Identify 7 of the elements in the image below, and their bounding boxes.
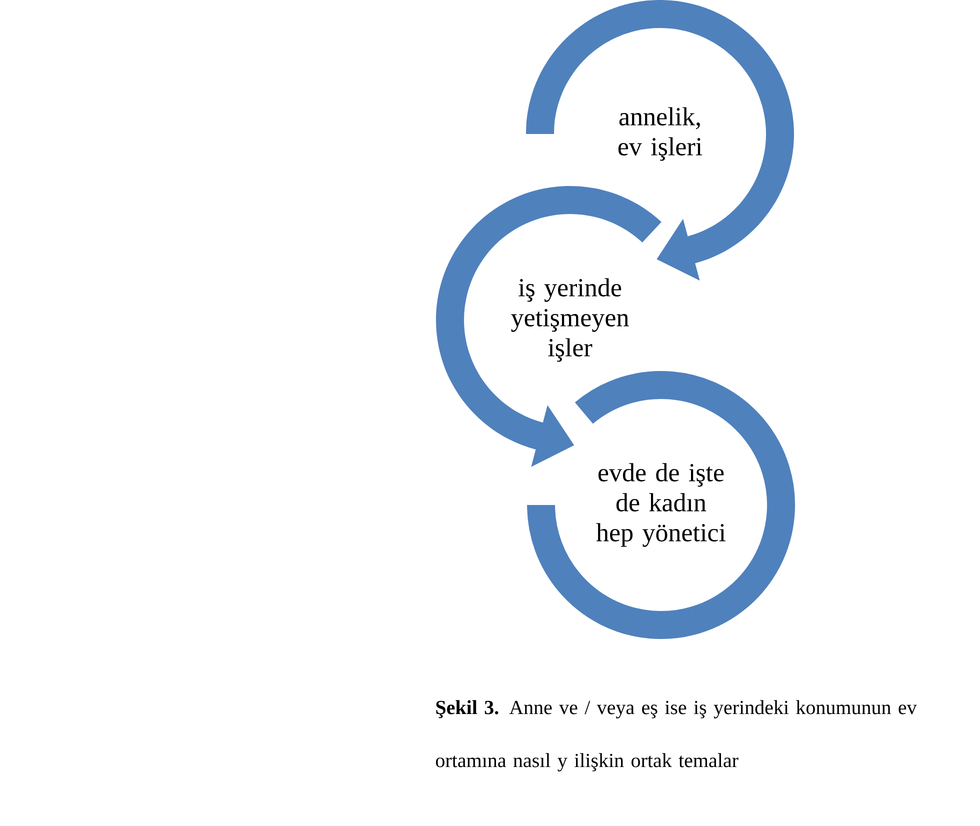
circular-arrow (526, 0, 794, 281)
caption: Şekil 3. Anne ve / veya eş ise iş yerindeki konumunun ev ortamına nasıl y ilişkin ortak temalar (436, 700, 917, 772)
node-label: iş yerinde yetişmeyen işler (511, 278, 629, 362)
circular-arrow (436, 186, 662, 467)
node-label: evde de işte de kadın hep yönetici (596, 463, 726, 547)
node-label: annelik, ev işleri (618, 107, 702, 161)
ring-arc (527, 371, 795, 639)
